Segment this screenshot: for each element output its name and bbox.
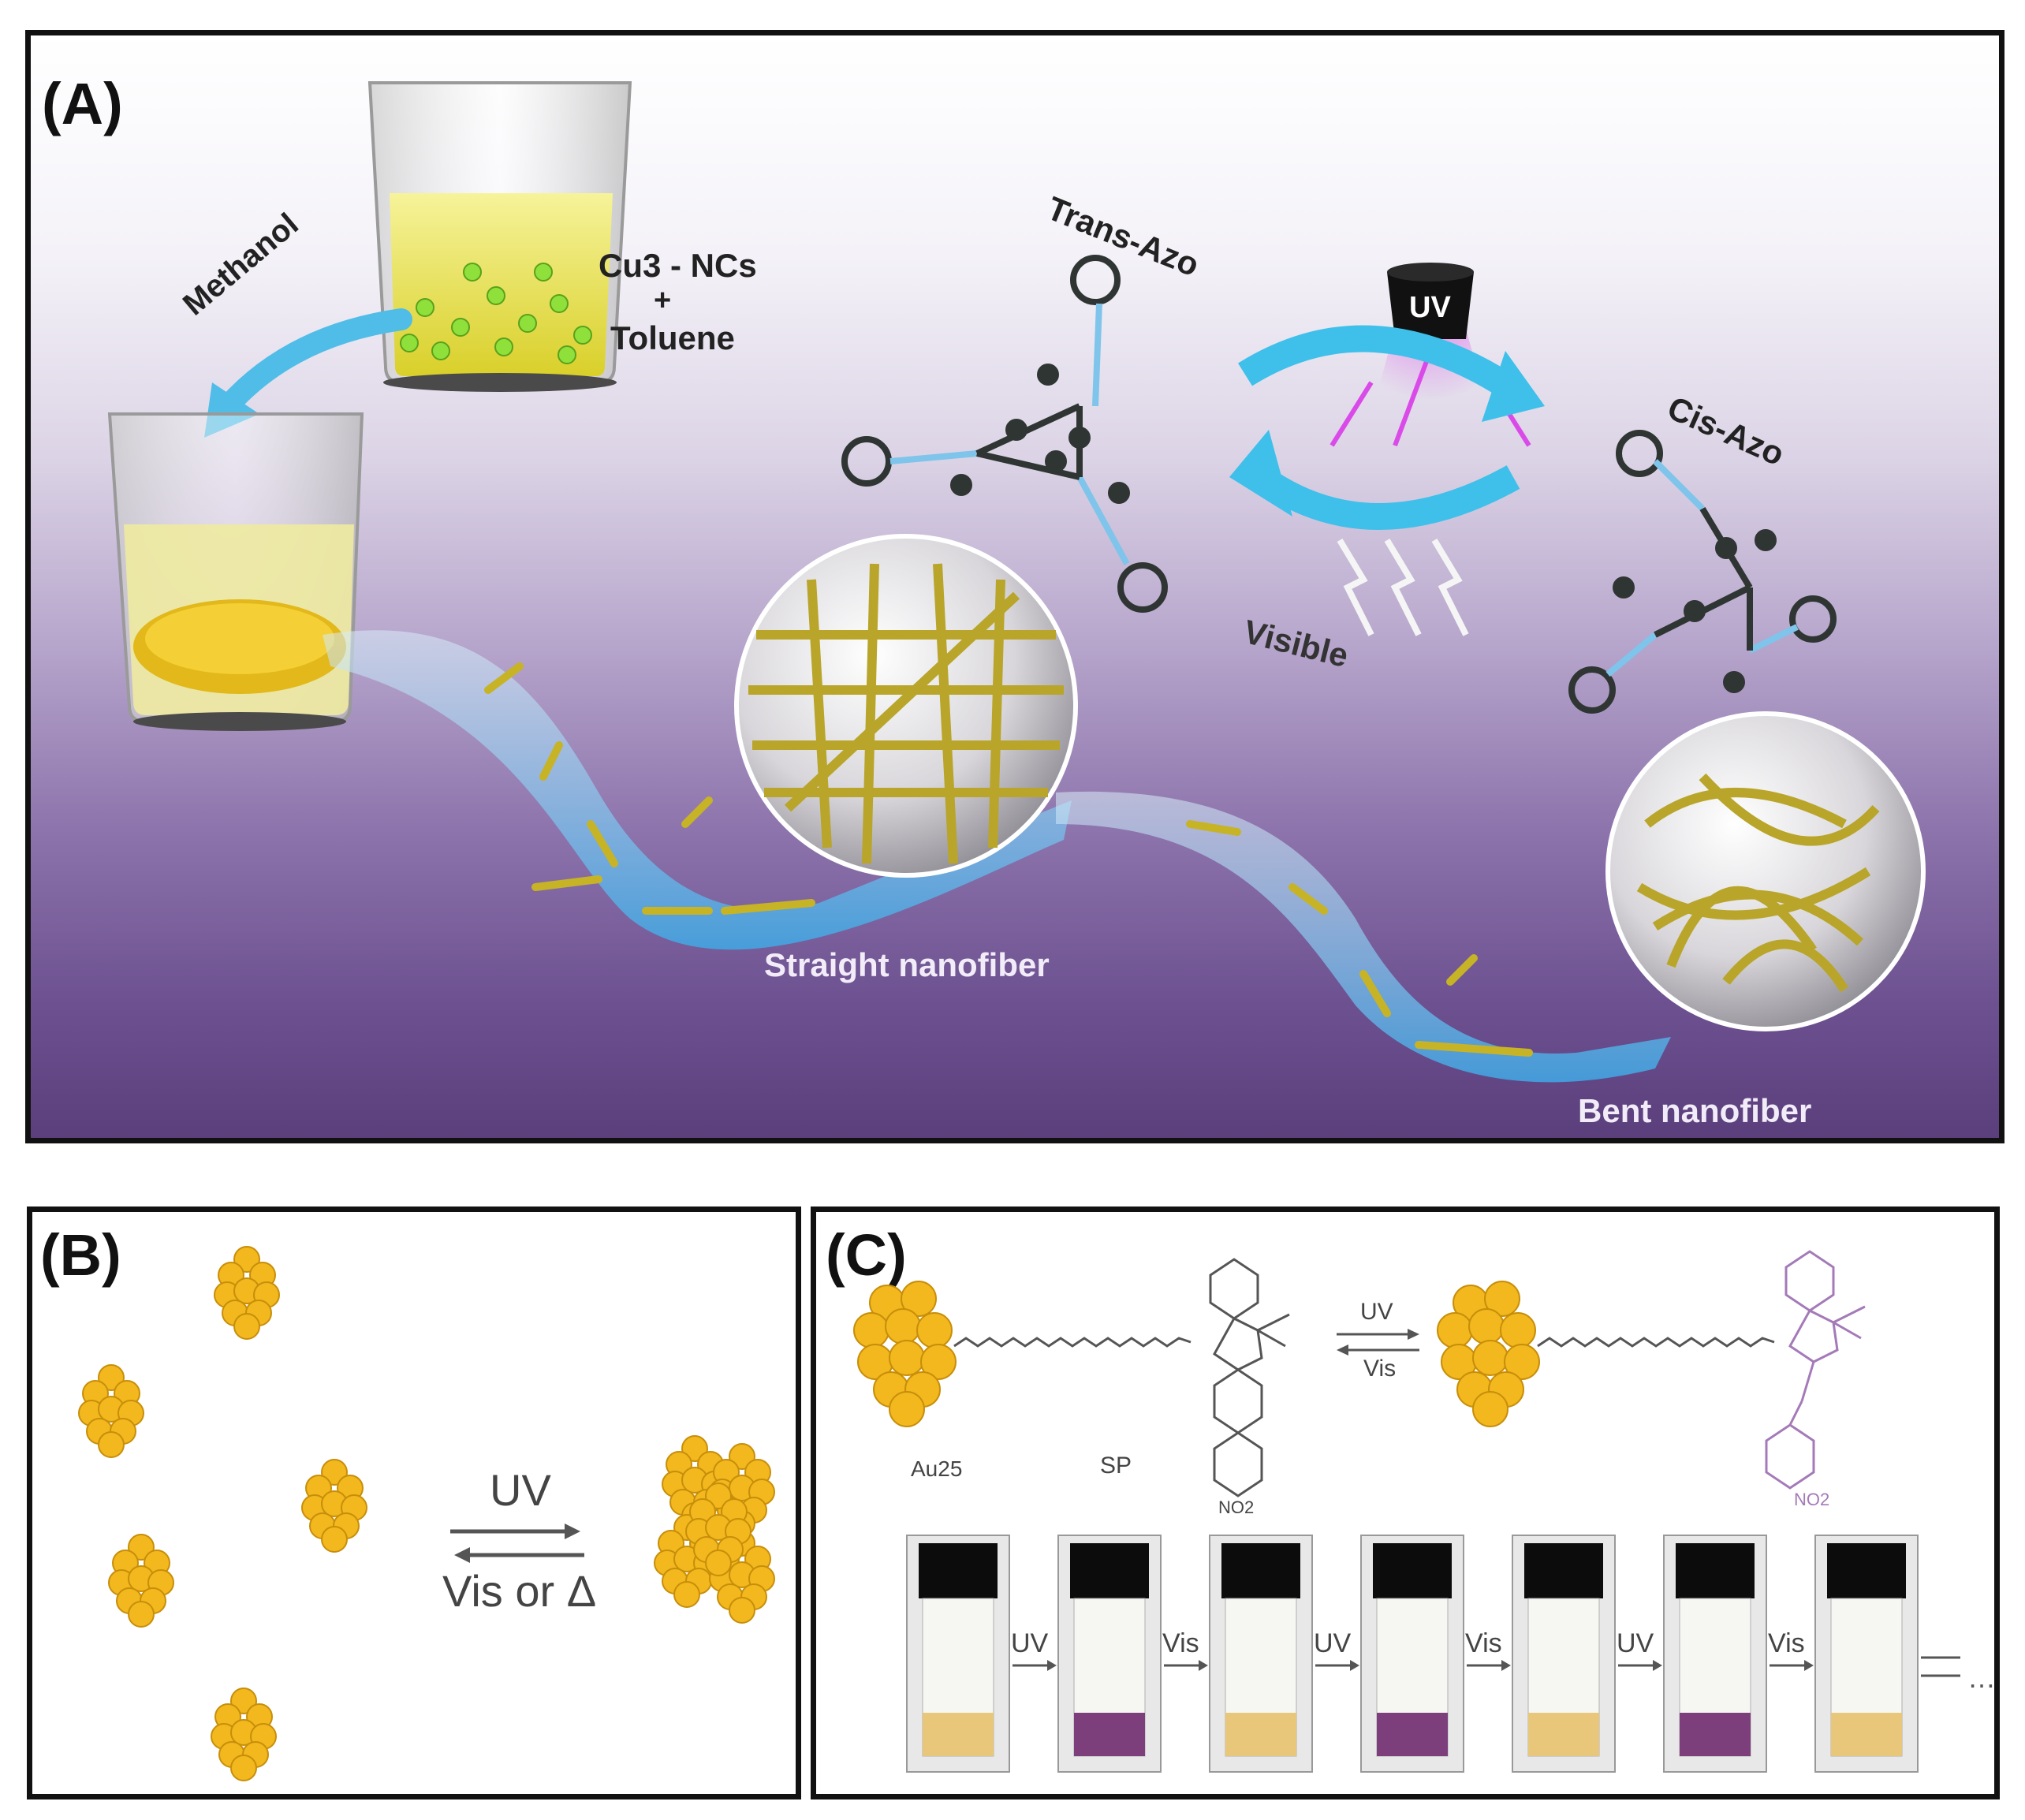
step-arrowhead [1047, 1660, 1057, 1671]
vial-solution [923, 1713, 994, 1756]
panel-b: (B) [27, 1206, 801, 1799]
step-arrowhead [1653, 1660, 1662, 1671]
alkyl-chain-1 [953, 1337, 1192, 1348]
sp-label: SP [1100, 1453, 1132, 1479]
vial-solution [1528, 1713, 1599, 1756]
au25-label: Au25 [911, 1456, 963, 1481]
panel-a-illustration [107, 81, 1926, 1083]
vis-reverse-label: Vis or Δ [442, 1566, 597, 1616]
cu-ncs-label: Cu3 - NCs [599, 247, 757, 284]
bent-nanofiber-label: Bent nanofiber [1578, 1092, 1812, 1129]
vial-solution [1831, 1713, 1902, 1756]
toluene-label: Toluene [610, 319, 735, 356]
uv-lamp-label: UV [1409, 291, 1451, 324]
panel-c-label: (C) [826, 1222, 907, 1288]
vial-solution [1680, 1713, 1751, 1756]
no2-label-mc: NO2 [1794, 1490, 1830, 1509]
c-uv-label: UV [1360, 1299, 1393, 1325]
beaker-icon [367, 81, 632, 392]
au25-cluster-icon [853, 1281, 957, 1427]
vial-cap [1373, 1543, 1452, 1598]
panel-b-illustration [78, 1246, 775, 1781]
panel-c: (C) [811, 1206, 2000, 1799]
equilibrium-arrow-icon [1337, 1329, 1419, 1356]
cis-azo-molecule [1568, 430, 1837, 714]
gold-cluster-icon [211, 1688, 277, 1781]
vial-solution [1074, 1713, 1145, 1756]
gold-cluster-icon [108, 1534, 174, 1628]
gold-cluster-icon [214, 1246, 280, 1340]
step-label: UV [1314, 1628, 1352, 1658]
gold-cluster-icon [78, 1364, 144, 1458]
bent-nanofiber-sphere [1605, 711, 1926, 1031]
step-label: Vis [1162, 1628, 1199, 1658]
uv-forward-label: UV [490, 1465, 551, 1515]
vial-cap [1676, 1543, 1755, 1598]
beaker-icon [107, 412, 364, 731]
step-label: Vis [1465, 1628, 1502, 1658]
step-label: UV [1011, 1628, 1049, 1658]
trans-azo-molecule [841, 255, 1168, 613]
straight-nanofiber-label: Straight nanofiber [764, 946, 1050, 983]
panel-b-label: (B) [40, 1222, 121, 1288]
alkyl-chain-2 [1537, 1337, 1775, 1348]
panel-c-illustration [853, 1250, 1960, 1773]
vial-row [906, 1535, 1960, 1773]
vial-cap [1221, 1543, 1300, 1598]
step-arrowhead [1501, 1660, 1511, 1671]
step-arrowhead [1350, 1660, 1359, 1671]
vial-cap [1827, 1543, 1906, 1598]
aggregated-cluster-icon [654, 1435, 775, 1624]
vial-cap [919, 1543, 998, 1598]
c-vis-label: Vis [1363, 1356, 1397, 1382]
vial-solution [1225, 1713, 1296, 1756]
no2-label-sp: NO2 [1218, 1497, 1255, 1517]
panel-a: (A) [25, 30, 2004, 1143]
straight-nanofiber-sphere [734, 534, 1078, 878]
vial-solution [1377, 1713, 1448, 1756]
vial-cap [1070, 1543, 1149, 1598]
vial-cap [1524, 1543, 1603, 1598]
continuation-ellipsis: … [1967, 1661, 1996, 1694]
plus-label: + [654, 284, 672, 317]
step-label: Vis [1768, 1628, 1805, 1658]
step-arrowhead [1804, 1660, 1814, 1671]
step-label: UV [1617, 1628, 1654, 1658]
au25-cluster-icon [1437, 1281, 1540, 1427]
gold-cluster-icon [301, 1459, 367, 1553]
equilibrium-arrow-icon [450, 1524, 584, 1563]
spiropyran-molecule [1209, 1258, 1290, 1497]
merocyanine-molecule [1765, 1250, 1866, 1490]
step-arrowhead [1199, 1660, 1208, 1671]
panel-a-label: (A) [42, 71, 123, 136]
